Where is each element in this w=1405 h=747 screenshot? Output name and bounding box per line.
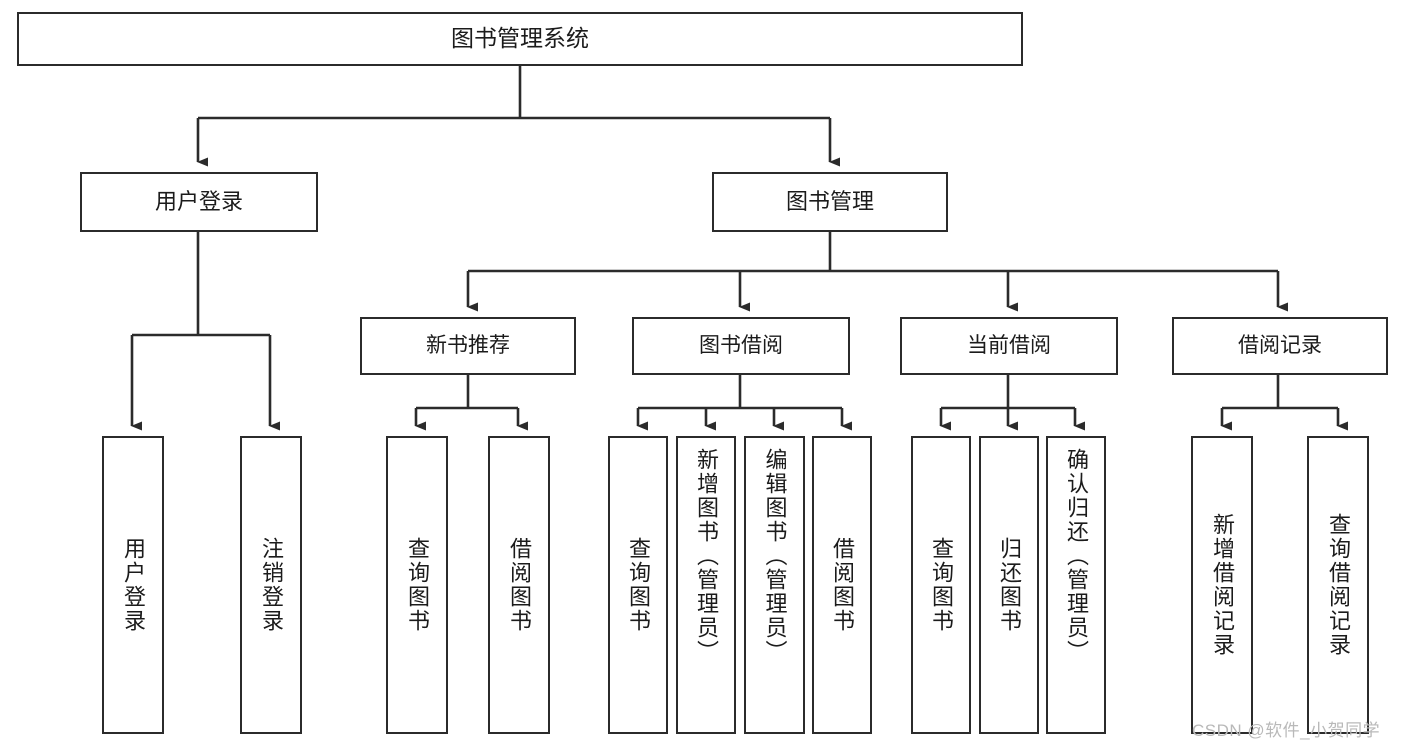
- node-root-label: 图书管理系统: [451, 25, 589, 52]
- node-leaf-logout-label: 注销登录: [259, 537, 284, 633]
- node-leaf-add-book-admin[interactable]: 新增图书（管理员）: [676, 436, 736, 734]
- node-new-book-rec[interactable]: 新书推荐: [360, 317, 576, 375]
- node-borrow-record-label: 借阅记录: [1238, 334, 1322, 358]
- node-leaf-user-login-label: 用户登录: [121, 537, 146, 633]
- node-leaf-user-login[interactable]: 用户登录: [102, 436, 164, 734]
- node-leaf-return-book[interactable]: 归还图书: [979, 436, 1039, 734]
- node-current-borrow[interactable]: 当前借阅: [900, 317, 1118, 375]
- node-leaf-query-book-1-label: 查询图书: [405, 537, 430, 633]
- node-leaf-confirm-return-admin-label: 确认归还（管理员）: [1064, 448, 1089, 664]
- node-root[interactable]: 图书管理系统: [17, 12, 1023, 66]
- node-leaf-edit-book-admin[interactable]: 编辑图书（管理员）: [744, 436, 805, 734]
- node-book-borrow[interactable]: 图书借阅: [632, 317, 850, 375]
- node-book-manage[interactable]: 图书管理: [712, 172, 948, 232]
- node-leaf-query-record[interactable]: 查询借阅记录: [1307, 436, 1369, 734]
- node-leaf-add-record[interactable]: 新增借阅记录: [1191, 436, 1253, 734]
- node-new-book-rec-label: 新书推荐: [426, 334, 510, 358]
- node-leaf-borrow-book-1-label: 借阅图书: [507, 537, 532, 633]
- node-book-borrow-label: 图书借阅: [699, 334, 783, 358]
- node-leaf-add-book-admin-label: 新增图书（管理员）: [694, 448, 719, 664]
- node-borrow-record[interactable]: 借阅记录: [1172, 317, 1388, 375]
- node-leaf-logout[interactable]: 注销登录: [240, 436, 302, 734]
- csdn-watermark: CSDN @软件_小贺同学: [1192, 721, 1381, 740]
- node-leaf-query-book-3-label: 查询图书: [929, 537, 954, 633]
- node-leaf-add-record-label: 新增借阅记录: [1210, 513, 1235, 657]
- node-leaf-borrow-book-1[interactable]: 借阅图书: [488, 436, 550, 734]
- node-leaf-query-book-2[interactable]: 查询图书: [608, 436, 668, 734]
- node-leaf-borrow-book-2[interactable]: 借阅图书: [812, 436, 872, 734]
- node-leaf-query-record-label: 查询借阅记录: [1326, 513, 1351, 657]
- node-user-login-label: 用户登录: [154, 188, 243, 214]
- node-leaf-query-book-2-label: 查询图书: [626, 537, 651, 633]
- node-current-borrow-label: 当前借阅: [967, 334, 1051, 358]
- node-book-manage-label: 图书管理: [785, 188, 874, 214]
- node-leaf-return-book-label: 归还图书: [997, 537, 1022, 633]
- node-leaf-query-book-1[interactable]: 查询图书: [386, 436, 448, 734]
- node-leaf-edit-book-admin-label: 编辑图书（管理员）: [762, 448, 788, 664]
- node-user-login[interactable]: 用户登录: [80, 172, 318, 232]
- node-leaf-borrow-book-2-label: 借阅图书: [830, 537, 855, 633]
- node-leaf-confirm-return-admin[interactable]: 确认归还（管理员）: [1046, 436, 1106, 734]
- node-leaf-query-book-3[interactable]: 查询图书: [911, 436, 971, 734]
